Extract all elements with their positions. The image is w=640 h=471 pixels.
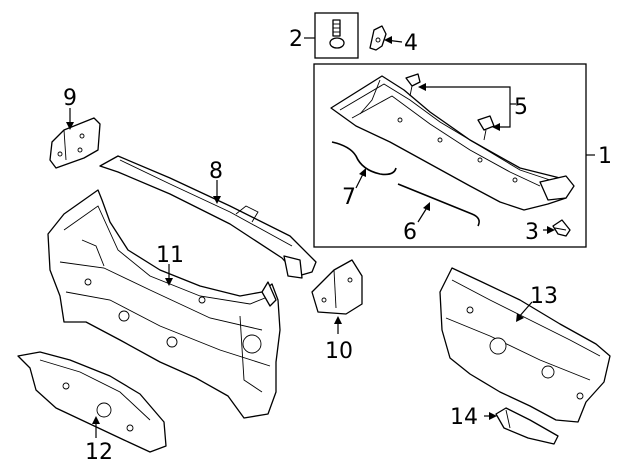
callout-12: 12 <box>85 440 113 465</box>
callout-2: 2 <box>289 27 303 52</box>
callout-8: 8 <box>209 159 223 184</box>
callout-14: 14 <box>450 405 478 430</box>
callout-7: 7 <box>342 185 356 210</box>
callout-9: 9 <box>63 86 77 111</box>
part-bracket-10 <box>311 259 363 315</box>
part-insulator-12 <box>17 351 167 453</box>
callout-4: 4 <box>404 31 418 56</box>
callout-11: 11 <box>156 243 184 268</box>
part-weatherstrip-6 <box>397 183 480 227</box>
part-cowl-top-panel <box>330 75 575 211</box>
part-screw-2 <box>314 12 359 59</box>
callout-13: 13 <box>530 284 558 309</box>
part-dash-panel-11 <box>47 189 281 419</box>
leader-lines <box>66 36 555 438</box>
callout-6: 6 <box>403 220 417 245</box>
part-bracket-9 <box>49 117 101 169</box>
part-push-pin-clips <box>405 73 495 141</box>
callout-10: 10 <box>325 339 353 364</box>
callout-5: 5 <box>514 95 528 120</box>
part-bracket-14 <box>495 407 559 445</box>
part-bolt-3 <box>552 219 571 237</box>
assembly-box-part-1 <box>313 63 595 248</box>
part-insulator-13 <box>439 267 611 423</box>
callout-1: 1 <box>598 144 612 169</box>
part-clip-4 <box>369 25 387 51</box>
callout-3: 3 <box>525 220 539 245</box>
part-cowl-reinforcement-8 <box>99 155 317 279</box>
part-weatherstrip-7 <box>331 141 397 176</box>
